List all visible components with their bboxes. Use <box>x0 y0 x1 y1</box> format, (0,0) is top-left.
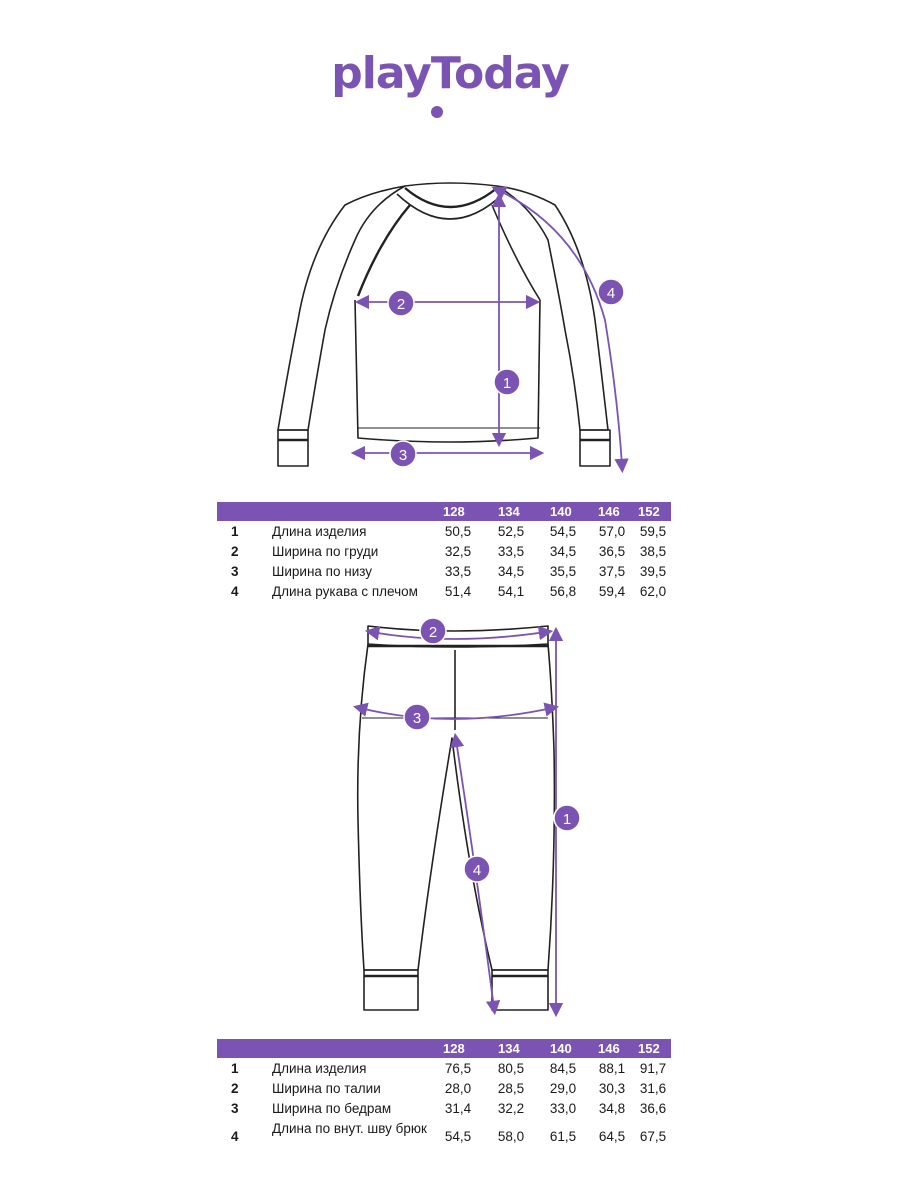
size-128: 128 <box>443 1041 465 1056</box>
top-size-header: 128 134 140 146 152 <box>217 502 671 521</box>
table-row: 4 Длина по внут. шву брюк 54,5 58,0 61,5… <box>231 1121 667 1144</box>
badge-2: 2 <box>419 617 447 645</box>
table-row: 4 Длина рукава с плечом 51,4 54,1 56,8 5… <box>231 584 667 599</box>
table-row: 1 Длина изделия 76,5 80,5 84,5 88,1 91,7 <box>231 1061 667 1076</box>
badge-4: 4 <box>463 855 491 883</box>
size-146: 146 <box>598 504 620 519</box>
svg-text:3: 3 <box>399 447 407 464</box>
badge-4: 4 <box>597 278 625 306</box>
svg-text:1: 1 <box>563 811 571 828</box>
table-row: 2 Ширина по талии 28,0 28,5 29,0 30,3 31… <box>231 1081 667 1096</box>
table-row: 3 Ширина по низу 33,5 34,5 35,5 37,5 39,… <box>231 564 667 579</box>
svg-text:2: 2 <box>397 296 405 313</box>
badge-1: 1 <box>553 804 581 832</box>
badge-2: 2 <box>387 289 415 317</box>
svg-text:4: 4 <box>607 285 615 302</box>
brand-logo: playToday <box>0 48 900 99</box>
badge-3: 3 <box>389 440 417 468</box>
size-134: 134 <box>498 1041 520 1056</box>
size-152: 152 <box>638 1041 660 1056</box>
bottom-size-header: 128 134 140 146 152 <box>217 1039 671 1058</box>
table-row: 2 Ширина по груди 32,5 33,5 34,5 36,5 38… <box>231 544 667 559</box>
size-152: 152 <box>638 504 660 519</box>
logo-text: playToday <box>331 48 570 99</box>
size-140: 140 <box>550 1041 572 1056</box>
sweatshirt-drawing: 1 2 3 4 <box>277 182 629 474</box>
badge-1: 1 <box>493 368 521 396</box>
badge-3: 3 <box>403 703 431 731</box>
svg-text:3: 3 <box>413 710 421 727</box>
size-128: 128 <box>443 504 465 519</box>
size-146: 146 <box>598 1041 620 1056</box>
table-row: 3 Ширина по бедрам 31,4 32,2 33,0 34,8 3… <box>231 1101 667 1116</box>
size-134: 134 <box>498 504 520 519</box>
svg-text:2: 2 <box>429 624 437 641</box>
size-140: 140 <box>550 504 572 519</box>
svg-text:1: 1 <box>503 375 511 392</box>
logo-dot <box>431 106 443 118</box>
pants-drawing: 1 2 3 4 <box>353 617 581 1018</box>
svg-text:4: 4 <box>473 862 481 879</box>
table-row: 1 Длина изделия 50,5 52,5 54,5 57,0 59,5 <box>231 524 667 539</box>
